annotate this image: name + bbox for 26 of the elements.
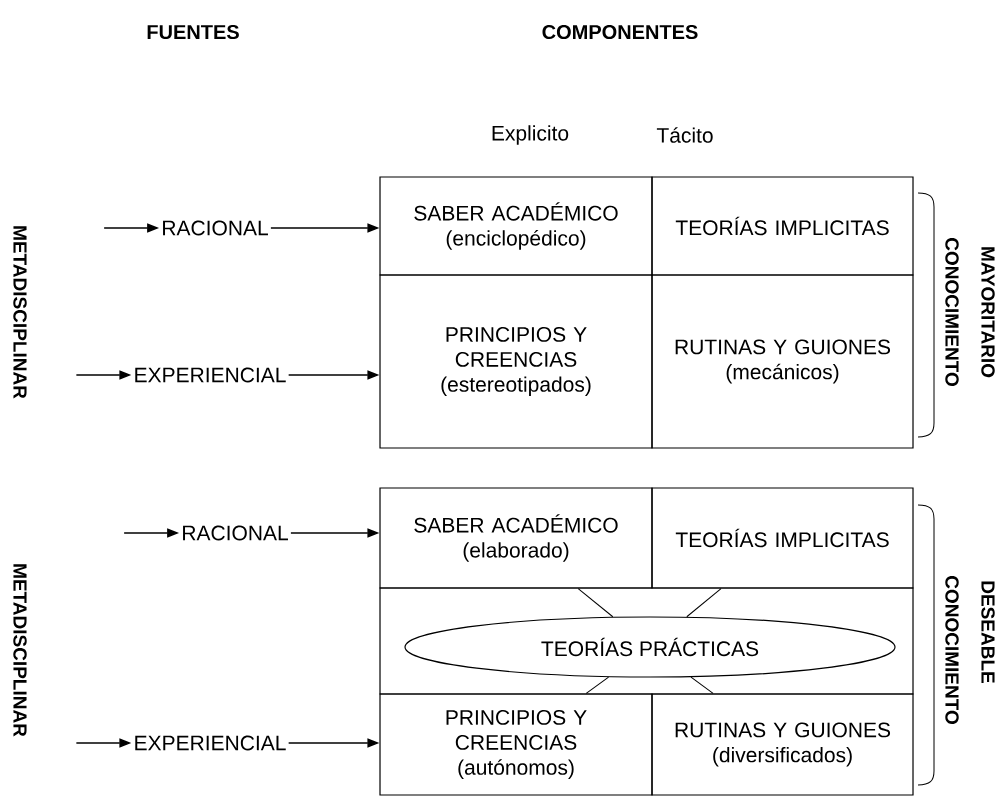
vertical-label: CONOCIMIENTO xyxy=(945,238,959,386)
table-cell: TEORÍAS IMPLICITAS xyxy=(651,487,914,589)
table-cell: PRINCIPIOS Y CREENCIAS (autónomos) xyxy=(379,693,653,796)
connector-line xyxy=(585,676,610,694)
vertical-label: CONOCIMIENTO xyxy=(945,576,959,724)
vertical-label: METADISCIPLINAR xyxy=(13,226,27,399)
table-cell: SABER ACADÉMICO (elaborado) xyxy=(379,487,653,589)
source-label: EXPERIENCIAL xyxy=(135,367,286,383)
connector-line xyxy=(577,588,614,618)
column-heading: Tácito xyxy=(656,127,713,143)
table-cell: TEORÍAS IMPLICITAS xyxy=(651,176,914,276)
table-cell: SABER ACADÉMICO (enciclopédico) xyxy=(379,176,653,276)
source-label: RACIONAL xyxy=(183,525,288,541)
table-cell: RUTINAS Y GUIONES (mecánicos) xyxy=(651,274,914,449)
source-label: EXPERIENCIAL xyxy=(135,735,286,751)
table-cell: PRINCIPIOS Y CREENCIAS (estereotipados) xyxy=(379,274,653,449)
table-cell: RUTINAS Y GUIONES (diversificados) xyxy=(651,693,914,796)
connector-line xyxy=(690,676,714,694)
vertical-label: DESEABLE xyxy=(981,581,995,683)
column-heading: COMPONENTES xyxy=(542,24,698,40)
column-heading: FUENTES xyxy=(147,24,239,40)
connector-line xyxy=(686,588,722,618)
source-label: RACIONAL xyxy=(163,220,268,236)
vertical-label: MAYORITARIO xyxy=(981,247,995,378)
column-heading: Explicito xyxy=(492,125,569,145)
vertical-label: METADISCIPLINAR xyxy=(13,564,27,737)
